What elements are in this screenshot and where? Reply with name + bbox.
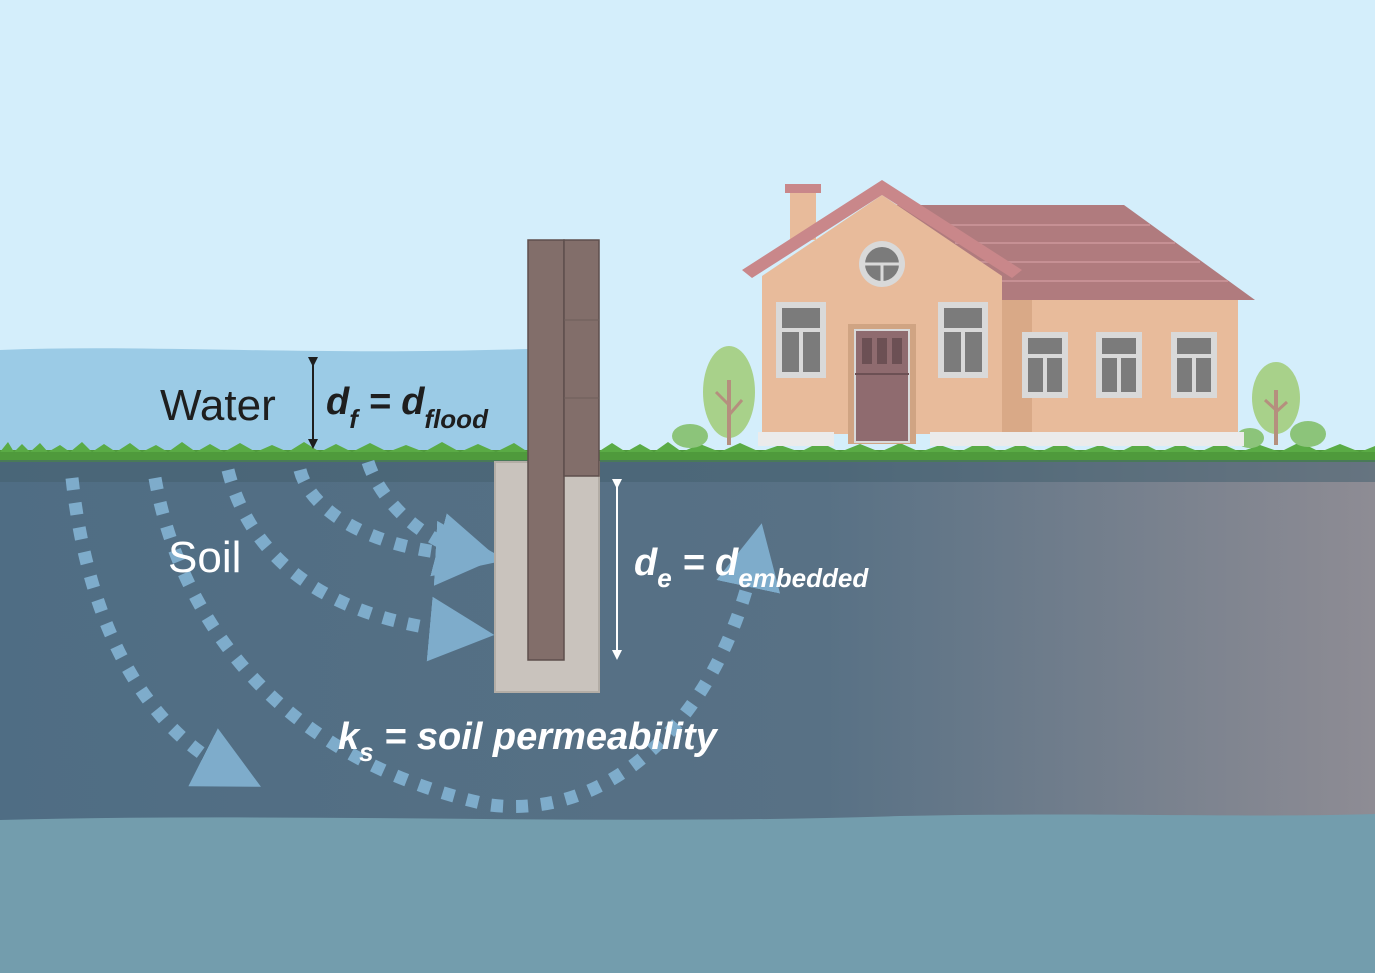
bedrock-layer: [0, 814, 1375, 973]
soil-layer: [0, 455, 1375, 820]
grass-lower-band: [0, 460, 1375, 482]
flood-water: [0, 348, 528, 460]
seepage-arrow-1: [65, 477, 261, 787]
grass-strip: [0, 450, 1375, 462]
grass-tufts: [0, 442, 1375, 452]
embedded-depth-label: de = dembedded: [634, 542, 869, 593]
flood-wall: [527, 239, 600, 661]
seepage-arrow-3: [221, 468, 495, 662]
permeability-label: ks = soil permeability: [338, 716, 719, 767]
seepage-arrow-2: [148, 476, 781, 813]
water-label: Water: [160, 381, 276, 430]
seepage-flow-arrows: [65, 459, 781, 813]
house: [742, 180, 1255, 446]
tree-left: [672, 346, 755, 448]
soil-label: Soil: [168, 533, 241, 582]
seepage-arrow-4: [293, 468, 501, 586]
flood-depth-label: df = dflood: [326, 381, 489, 434]
